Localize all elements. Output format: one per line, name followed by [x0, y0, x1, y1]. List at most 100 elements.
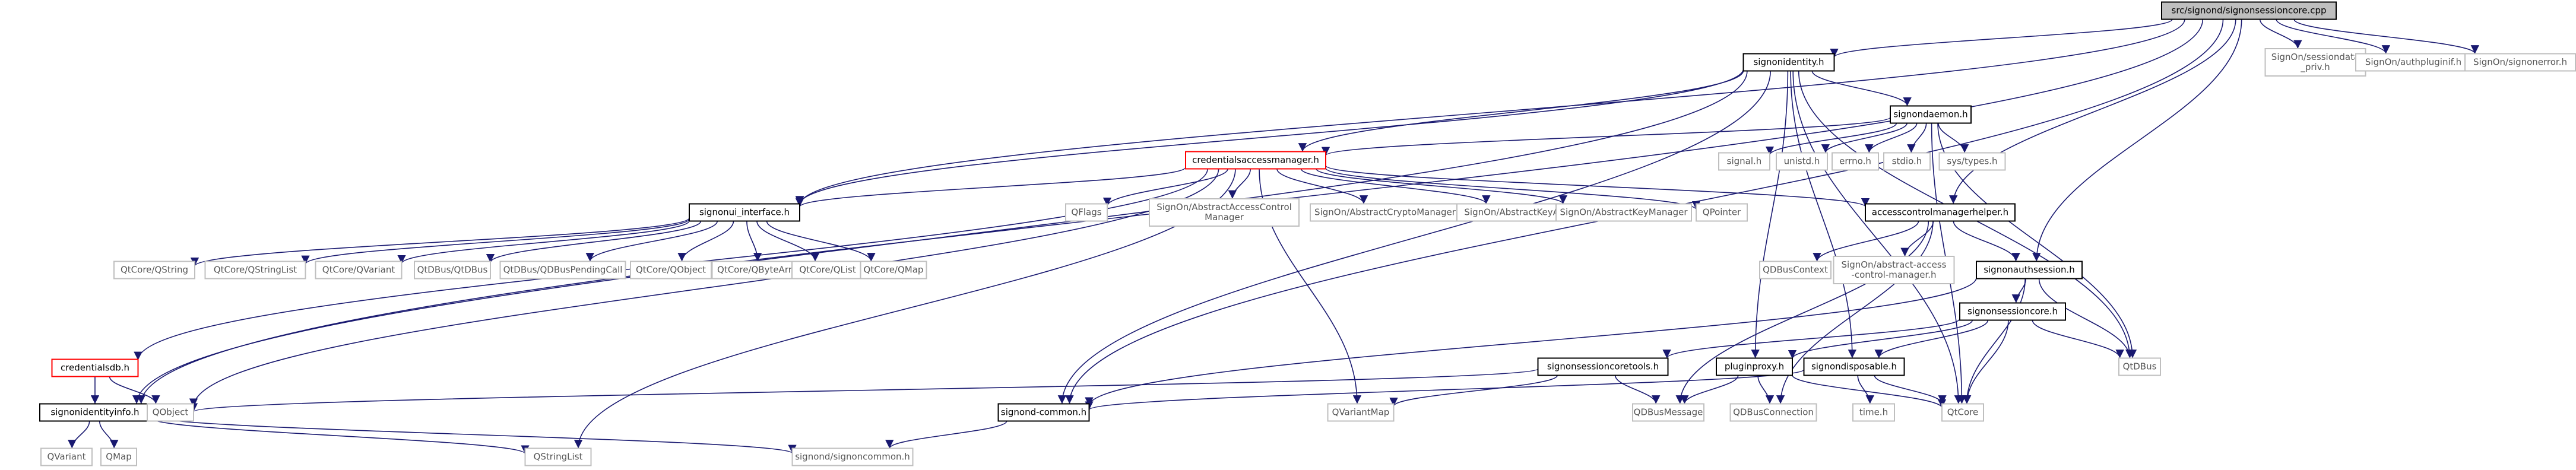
node-systypes: sys/types.h [1938, 152, 2006, 171]
node-signondisposable[interactable]: signondisposable.h [1803, 357, 1905, 376]
node-label: QStringList [534, 452, 583, 462]
node-signondcommon[interactable]: signond-common.h [997, 403, 1090, 422]
node-label: QtDBus [2123, 361, 2157, 372]
edge-signondisposable-to-time [1857, 375, 1874, 404]
node-qdbusmessage: QDBusMessage [1632, 403, 1704, 422]
node-label: signal.h [1727, 156, 1762, 167]
node-box [40, 447, 93, 466]
node-qobject: QObject [147, 403, 194, 422]
node-box [315, 261, 403, 280]
edge-signonidentityinfo-to-qmap [99, 421, 119, 449]
edge-signonui-to-qtcoreqlist [756, 221, 820, 262]
node-label: SignOn/AbstractCryptoManager [1314, 207, 1456, 218]
edge-credentialsaccessmanager-to-signonui [796, 167, 1186, 208]
edge-signonidentity-to-signonidentityinfo [132, 71, 1748, 404]
node-signonsessioncore[interactable]: signonsessioncore.h [1959, 302, 2066, 321]
node-label: SignOn/authpluginif.h [2365, 57, 2461, 68]
node-label: QDBusMessage [1634, 407, 1703, 418]
node-signoncommon: signond/signoncommon.h [791, 447, 914, 466]
node-qtcoreqvariant: QtCore/QVariant [315, 261, 403, 280]
node-box [1555, 203, 1692, 222]
node-label: QFlags [1071, 207, 1101, 218]
edge-signonidentity-to-signondcommon [1057, 71, 1771, 404]
node-signonui[interactable]: signonui_interface.h [689, 203, 800, 222]
node-label: pluginproxy.h [1725, 361, 1784, 372]
node-box [100, 447, 137, 466]
node-label: QtDBus/QDBusPendingCall [503, 265, 623, 275]
edge-signondaemon-to-stdio [1907, 123, 1927, 153]
node-box [1310, 203, 1460, 222]
node-qmap: QMap [100, 447, 137, 466]
edge-root-to-signonauthsession [2032, 19, 2242, 262]
node-label: SignOn/signonerror.h [2473, 57, 2567, 68]
node-label: QDBusContext [1763, 265, 1828, 275]
node-box [1742, 53, 1835, 72]
node-label: SignOn/abstract-access [1842, 259, 1947, 270]
node-box [39, 403, 151, 422]
node-signonidentityinfo[interactable]: signonidentityinfo.h [39, 403, 151, 422]
node-qtcoreqstring: QtCore/QString [113, 261, 195, 280]
node-box [204, 261, 306, 280]
node-label: QtCore/QList [799, 265, 856, 275]
node-label: QMap [106, 452, 131, 462]
node-signonauthsession[interactable]: signonauthsession.h [1976, 261, 2083, 280]
node-label: QtCore/QVariant [322, 265, 395, 275]
node-qdbusconnection: QDBusConnection [1729, 403, 1817, 422]
node-label: signond/signoncommon.h [795, 452, 910, 462]
node-credentialsdb[interactable]: credentialsdb.h [51, 358, 139, 377]
edge-signonui-to-qtdbuspending [585, 221, 718, 262]
node-absaccesscontrolh: SignOn/abstract-access-control-manager.h [1833, 256, 1955, 284]
node-label: Manager [1205, 212, 1244, 223]
node-label: signonauthsession.h [1984, 265, 2075, 275]
edge-acmhelper-to-absaccesscontrolh [1900, 221, 1934, 257]
node-root[interactable]: src/signond/signonsessioncore.cpp [2161, 1, 2337, 20]
node-label: credentialsaccessmanager.h [1192, 155, 1319, 166]
node-box [860, 261, 927, 280]
node-label: SignOn/AbstractKeyManager [1560, 207, 1688, 218]
node-box [1852, 403, 1895, 422]
node-label: QVariant [47, 452, 85, 462]
node-unistd: unistd.h [1776, 152, 1828, 171]
node-signonsessioncoretools[interactable]: signonsessioncoretools.h [1537, 357, 1669, 376]
node-box [1185, 151, 1326, 170]
edge-signonsessioncore-to-pluginproxy [1788, 320, 1973, 359]
edge-signonidentityinfo-to-signoncommon [150, 415, 797, 454]
edge-signonui-to-qtcoreqvariant [397, 220, 690, 264]
node-signonsessiondata: SignOn/sessiondata_priv.h [2264, 48, 2366, 77]
node-box [1865, 203, 2016, 222]
node-box [1632, 403, 1704, 422]
node-signonidentity[interactable]: signonidentity.h [1742, 53, 1835, 72]
node-box [2355, 53, 2472, 72]
node-label: stdio.h [1892, 156, 1922, 167]
node-label: signondaemon.h [1893, 109, 1967, 120]
node-acmhelper[interactable]: accesscontrolmanagerhelper.h [1865, 203, 2016, 222]
edge-root-to-acmhelper [1949, 19, 2236, 204]
edge-credentialsaccessmanager-to-abscrypto [1276, 169, 1368, 204]
edge-acmhelper-to-signonauthsession [1953, 221, 2020, 262]
node-signondaemon[interactable]: signondaemon.h [1890, 105, 1972, 124]
node-box [997, 403, 1090, 422]
edge-signonui-to-qtcoreqobject [677, 221, 734, 262]
node-box [2464, 53, 2576, 72]
node-label: signonsessioncore.h [1967, 306, 2058, 317]
node-label: _priv.h [2300, 62, 2330, 73]
edge-signonauthsession-to-qtdbus [2038, 278, 2134, 358]
node-box [414, 261, 491, 280]
edge-signonauthsession-to-qtcore [1962, 278, 2026, 404]
node-qtcoreqstringlist: QtCore/QStringList [204, 261, 306, 280]
node-qvariant: QVariant [40, 447, 93, 466]
node-qtdbus: QtDBus [2118, 357, 2161, 376]
node-label: QtCore [1947, 407, 1978, 418]
edge-credentialsaccessmanager-to-qflags [1102, 169, 1228, 207]
edge-root-to-authpluginif [2276, 19, 2390, 54]
node-label: QDBusConnection [1733, 407, 1814, 418]
edge-pluginproxy-to-qdbusmessage [1680, 375, 1739, 404]
node-qtcore: QtCore [1941, 403, 1984, 422]
node-box [2264, 48, 2366, 77]
node-credentialsaccessmanager[interactable]: credentialsaccessmanager.h [1185, 151, 1326, 170]
node-pluginproxy[interactable]: pluginproxy.h [1716, 357, 1793, 376]
node-label: QtCore/QMap [864, 265, 924, 275]
edge-acmhelper-to-qdbuscontext [1813, 221, 1919, 262]
